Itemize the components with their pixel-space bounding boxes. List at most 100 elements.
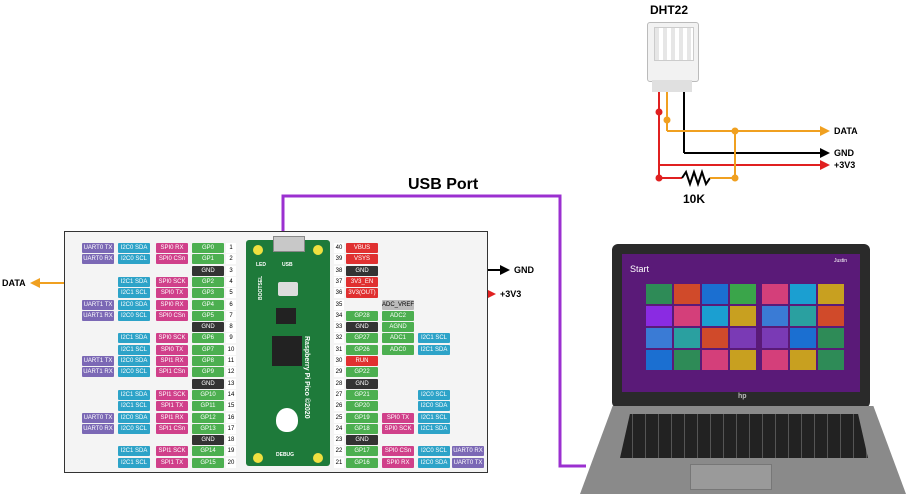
left-pin-tag: SPI1 RX (156, 412, 188, 423)
start-tile (790, 328, 816, 348)
right-pin-tag: I2C0 SCL (418, 446, 450, 457)
left-pin-tag: I2C1 SDA (118, 389, 150, 400)
pin-number: 12 (226, 367, 236, 378)
left-pin-tag: I2C0 SCL (118, 310, 150, 321)
pin-number: 34 (334, 310, 344, 321)
start-tile (818, 306, 844, 326)
right-pin-tag: I2C0 SDA (418, 401, 450, 412)
left-pin-tag: GND (192, 322, 224, 333)
usb-cable (281, 194, 586, 468)
left-pin-tag: UART1 RX (82, 367, 114, 378)
pin-number: 1 (226, 243, 236, 253)
dht22-grille (654, 27, 694, 61)
hp-logo-label: hp (738, 393, 747, 400)
touchpad (690, 464, 772, 490)
user-label: Justin (834, 258, 848, 264)
left-pin-tag: GP8 (192, 356, 224, 366)
right-pin-tag: I2C1 SDA (418, 344, 450, 355)
pin-number: 4 (226, 276, 236, 287)
left-pin-tag: GP4 (192, 299, 224, 310)
left-pin-tag: I2C1 SDA (118, 333, 150, 344)
right-pin-tag: AGND (382, 322, 414, 333)
start-tile (818, 350, 844, 370)
left-pin-tag: I2C1 SCL (118, 401, 150, 412)
right-pin-tag: ADC1 (382, 333, 414, 344)
pin-number: 39 (334, 254, 344, 265)
rp2040-chip (272, 336, 302, 366)
left-pin-tag: GP3 (192, 288, 224, 299)
flash-chip (276, 308, 296, 324)
left-pin-tag: GP7 (192, 344, 224, 355)
right-pin-tag: GP18 (346, 423, 378, 434)
pico-data-arrow (30, 278, 40, 288)
left-pin-tag: I2C0 SDA (118, 299, 150, 310)
left-pin-tag: I2C0 SDA (118, 243, 150, 253)
pin-number: 10 (226, 344, 236, 355)
right-pin-tag: I2C0 SCL (418, 389, 450, 400)
left-pin-tag: I2C0 SCL (118, 254, 150, 265)
dht-data-arrow (820, 126, 830, 136)
start-tile (762, 306, 788, 326)
left-pin-tag: GP12 (192, 412, 224, 423)
pin-number: 26 (334, 401, 344, 412)
start-tile (646, 306, 672, 326)
laptop-screen: Start Justin (622, 254, 860, 392)
right-pin-tag: VBUS (346, 243, 378, 253)
pin-number: 13 (226, 378, 236, 389)
bootsel-label: BOOTSEL (258, 275, 264, 300)
right-pin-tag: GP26 (346, 344, 378, 355)
start-tile (646, 284, 672, 304)
pin-number: 24 (334, 423, 344, 434)
right-pin-tag: UART0 TX (452, 457, 484, 468)
pin-number: 15 (226, 401, 236, 412)
right-pin-tag: GP22 (346, 367, 378, 378)
left-pin-tag: SPI1 RX (156, 356, 188, 366)
pin-number: 2 (226, 254, 236, 265)
start-tile (790, 284, 816, 304)
left-pin-tag: GND (192, 378, 224, 389)
pin-number: 14 (226, 389, 236, 400)
left-pin-tag: I2C1 SDA (118, 446, 150, 457)
right-pin-tag (382, 401, 414, 411)
start-tile (674, 284, 700, 304)
dht-node-2 (663, 116, 671, 124)
pico-3v3-arrow (486, 289, 496, 299)
start-tile (674, 306, 700, 326)
left-pin-tag: SPI0 RX (156, 299, 188, 310)
left-pin-tag: GP10 (192, 389, 224, 400)
usb-label: USB (282, 262, 293, 268)
left-pin-tag: I2C1 SCL (118, 457, 150, 468)
start-tile (646, 328, 672, 348)
bootsel-button (278, 282, 298, 296)
pin-number: 11 (226, 356, 236, 366)
left-pin-tag: SPI0 CSn (156, 254, 188, 265)
left-pin-tag: GND (192, 265, 224, 276)
start-tile (702, 284, 728, 304)
right-pin-tag: 3V3(OUT) (346, 288, 378, 299)
right-pin-tag: GND (346, 265, 378, 276)
left-pin-tag: I2C1 SDA (118, 276, 150, 287)
start-tile (762, 284, 788, 304)
pin-number: 21 (334, 457, 344, 468)
right-pin-tag: I2C1 SCL (418, 333, 450, 344)
left-pin-tag: UART0 RX (82, 423, 114, 434)
left-pin-tag: UART1 TX (82, 356, 114, 366)
left-pin-tag: GP15 (192, 457, 224, 468)
left-pin-tag: GP14 (192, 446, 224, 457)
pin-number: 20 (226, 457, 236, 468)
right-pin-tag: GND (346, 378, 378, 389)
right-pin-tag: GND (346, 435, 378, 446)
right-pin-tag: GP27 (346, 333, 378, 344)
pico-3v3-label: +3V3 (500, 289, 522, 299)
pin-number: 30 (334, 356, 344, 366)
pico-data-label: DATA (2, 278, 26, 288)
start-tile (702, 306, 728, 326)
start-tile (730, 284, 756, 304)
left-pin-tag: I2C1 SCL (118, 288, 150, 299)
right-pin-tag: SPI0 RX (382, 457, 414, 468)
right-pin-tag: I2C0 SDA (418, 457, 450, 468)
right-pin-tag: UART0 RX (452, 446, 484, 457)
pin-number: 35 (334, 299, 344, 310)
pin-number: 33 (334, 322, 344, 333)
